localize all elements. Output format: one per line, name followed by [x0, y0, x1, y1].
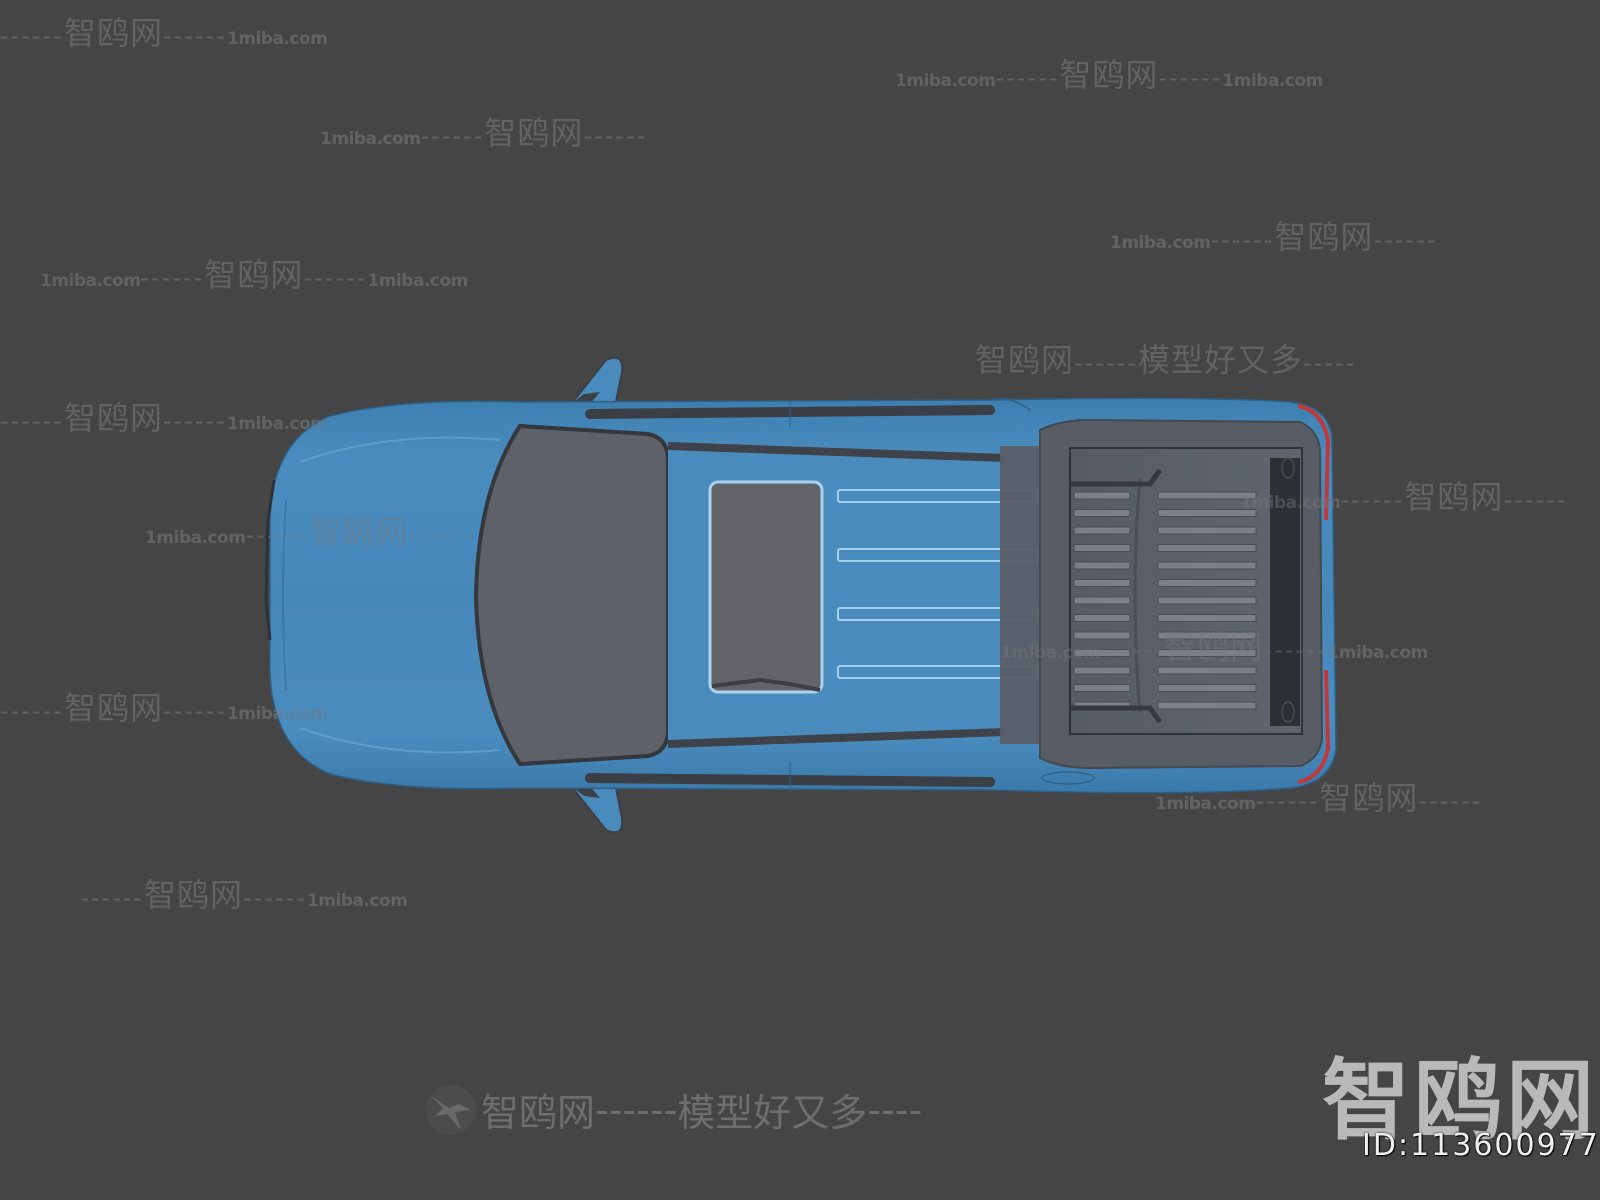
taillight-right [1297, 669, 1331, 784]
sunroof [708, 480, 824, 694]
seagull-logo-icon [426, 1084, 476, 1135]
slogan-text: 模型好又多 [677, 1091, 868, 1135]
taillight-left [1297, 404, 1331, 521]
slogan-separator-end: ---- [867, 1087, 923, 1132]
windshield [473, 423, 670, 767]
bed-ribs [1073, 491, 1257, 710]
model-id: ID:113600977 [1362, 1128, 1600, 1163]
slogan-separator: ------ [595, 1087, 678, 1132]
brand-logo-large: 智鸥网 [1322, 1049, 1599, 1152]
slogan-brand: 智鸥网 [481, 1091, 596, 1135]
footer-slogan: 智鸥网 ------ 模型好又多 ---- [425, 1082, 922, 1137]
